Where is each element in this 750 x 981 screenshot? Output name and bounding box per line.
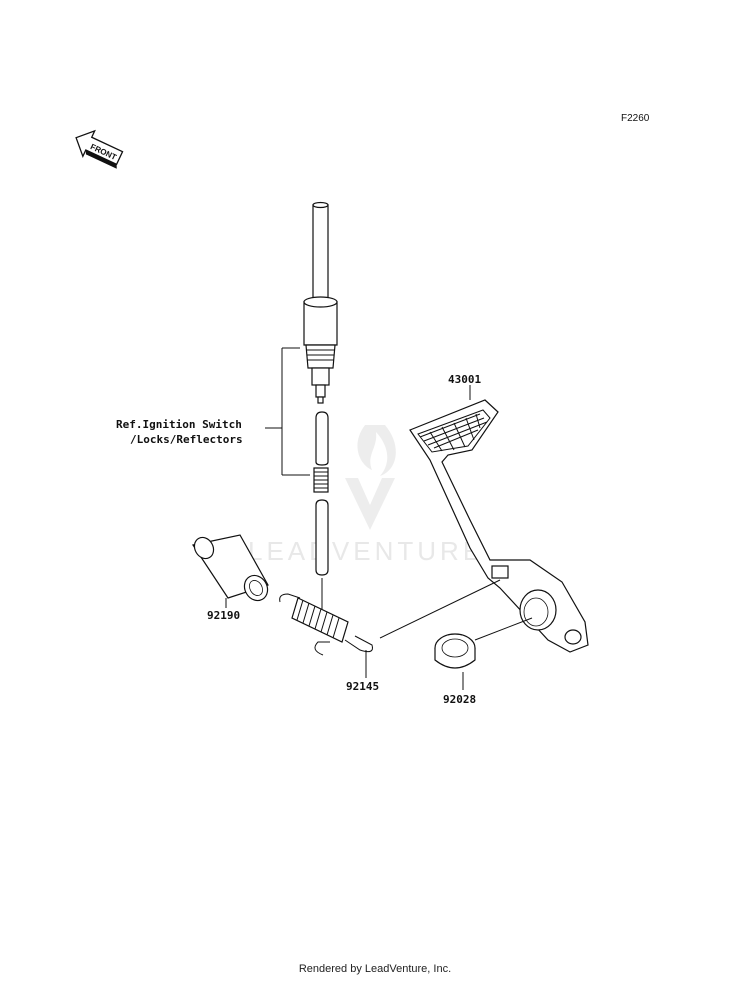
watermark-text: LEADVENTURE <box>248 536 484 566</box>
switch-rod <box>315 499 329 628</box>
label-92028: 92028 <box>443 693 476 706</box>
brake-switch <box>303 201 338 404</box>
return-spring <box>279 593 373 656</box>
ref-label-line2: /Locks/Reflectors <box>130 433 243 446</box>
figure-code: F2260 <box>621 113 650 124</box>
switch-clip <box>315 411 329 466</box>
collar <box>192 534 269 602</box>
footer-credit: Rendered by LeadVenture, Inc. <box>298 963 452 975</box>
label-92190: 92190 <box>207 609 240 622</box>
ref-label-line1: Ref.Ignition Switch <box>116 418 242 431</box>
front-arrow-icon: FRONT <box>75 129 124 169</box>
label-43001: 43001 <box>448 373 481 386</box>
switch-spring <box>313 467 329 493</box>
bushing <box>434 633 476 669</box>
ref-bracket <box>265 347 310 476</box>
label-92145: 92145 <box>346 680 379 693</box>
watermark: LEADVENTURE <box>248 425 484 566</box>
brake-pedal <box>409 399 589 653</box>
